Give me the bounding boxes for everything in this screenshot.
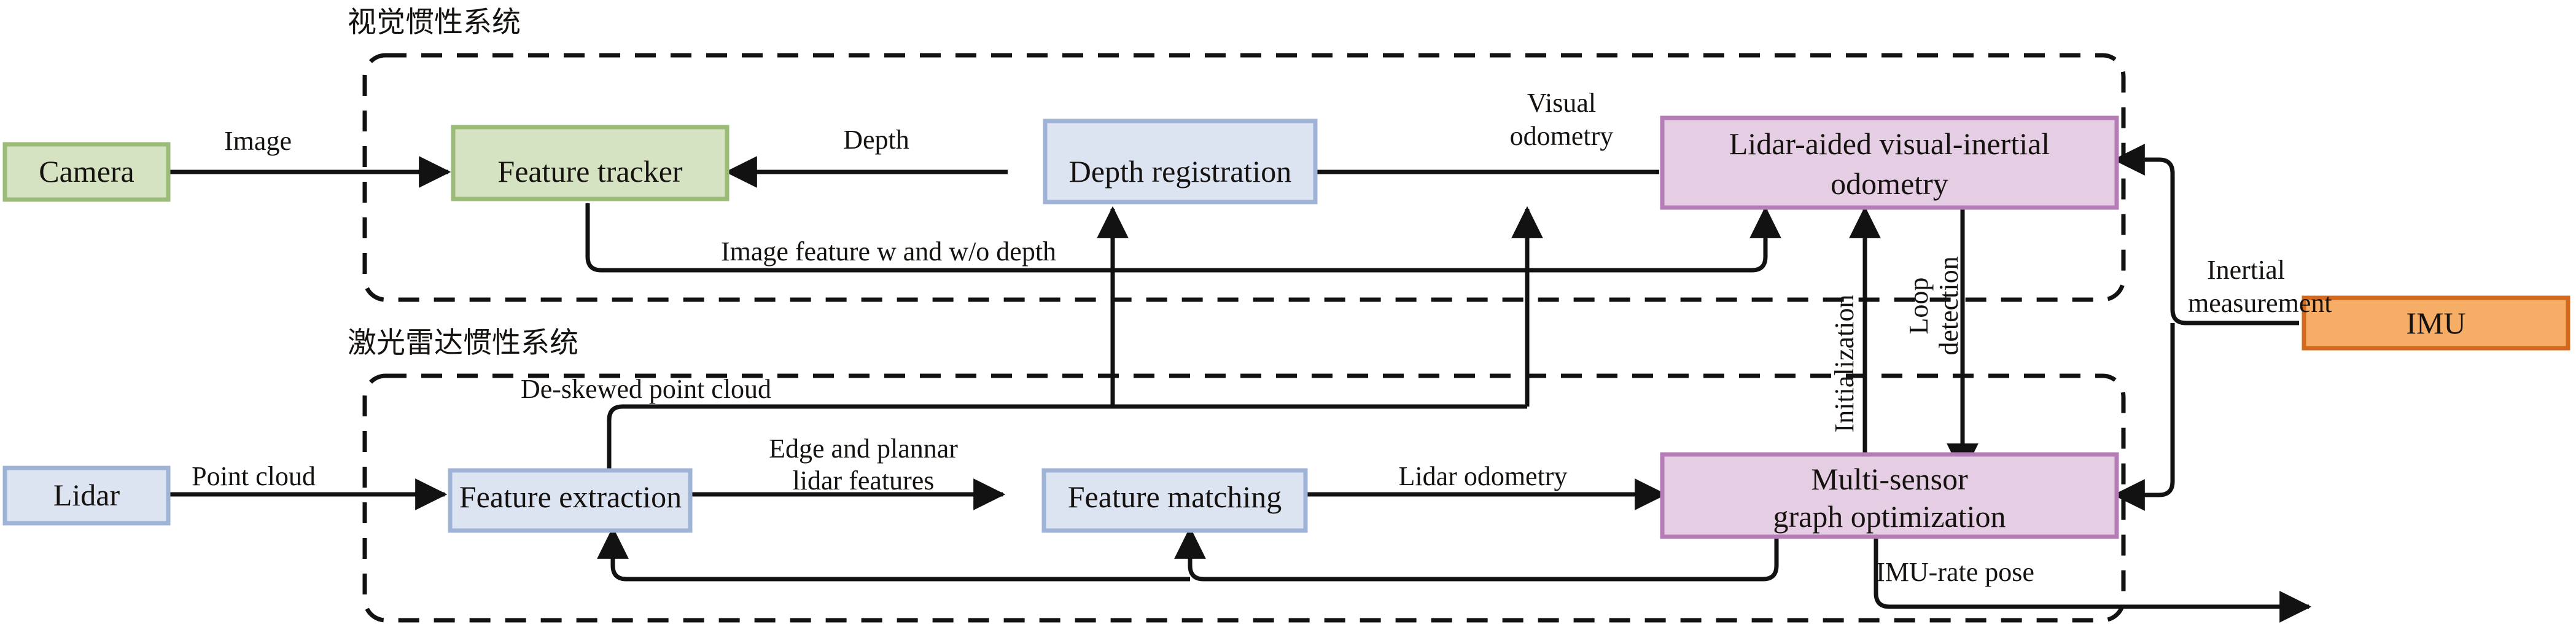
- node-camera-label: Camera: [39, 154, 134, 189]
- edge-feature-tracker-to-vio: [585, 203, 1781, 273]
- edge-deskewed-point-cloud-to-depth-registration: [607, 206, 1129, 474]
- node-feature-tracker-label: Feature tracker: [497, 154, 683, 189]
- edge-label-de-skewed-point-cloud: De-skewed point cloud: [521, 374, 771, 404]
- node-feature-tracker[interactable]: Feature tracker: [451, 125, 730, 201]
- node-lidar[interactable]: Lidar: [2, 465, 171, 526]
- node-camera[interactable]: Camera: [2, 142, 171, 202]
- edge-label-image-feature: Image feature w and w/o depth: [721, 236, 1056, 267]
- edge-label-point-cloud: Point cloud: [192, 461, 316, 491]
- node-feature-extraction[interactable]: Feature extraction: [448, 468, 693, 533]
- edge-label-loop-detection-line1: Loop: [1904, 278, 1934, 335]
- node-lidar-label: Lidar: [53, 478, 120, 512]
- group-title-lidar-inertial: 激光雷达惯性系统: [348, 327, 578, 359]
- edge-label-depth: Depth: [843, 125, 909, 155]
- node-vio-label-line2: odometry: [1831, 166, 1948, 201]
- node-graph-optimization-label-line1: Multi-sensor: [1811, 462, 1968, 496]
- edge-label-edge-planar-line1: Edge and plannar: [769, 434, 958, 464]
- node-lidar-aided-visual-inertial-odometry[interactable]: Lidar-aided visual-inertial odometry: [1660, 115, 2119, 210]
- node-feature-matching[interactable]: Feature matching: [1041, 468, 1308, 533]
- edge-label-loop-detection-line2: detection: [1934, 256, 1964, 355]
- edge-label-edge-planar-line2: lidar features: [793, 465, 935, 496]
- node-feature-extraction-label: Feature extraction: [459, 480, 682, 514]
- node-imu-label: IMU: [2406, 306, 2465, 340]
- node-multi-sensor-graph-optimization[interactable]: Multi-sensor graph optimization: [1660, 452, 2119, 539]
- edge-label-imu-rate-pose: IMU-rate pose: [1876, 557, 2034, 587]
- edge-graph-optimization-to-feature-extraction: [597, 526, 1190, 582]
- edge-graph-optimization-to-feature-matching: [1174, 526, 1779, 582]
- edge-label-inertial-measurement-line2: measurement: [2188, 288, 2332, 318]
- edge-label-inertial-measurement-line1: Inertial: [2207, 255, 2285, 285]
- node-vio-label-line1: Lidar-aided visual-inertial: [1729, 127, 2050, 161]
- node-feature-matching-label: Feature matching: [1068, 480, 1282, 514]
- node-graph-optimization-label-line2: graph optimization: [1773, 499, 2006, 534]
- edge-label-lidar-odometry: Lidar odometry: [1399, 461, 1568, 491]
- edge-label-visual-odometry-line1: Visual: [1527, 88, 1596, 118]
- node-imu[interactable]: IMU: [2302, 295, 2570, 351]
- edge-imu-to-vio: [2112, 144, 2299, 325]
- node-depth-registration[interactable]: Depth registration: [1043, 119, 1318, 204]
- group-title-visual-inertial: 视觉惯性系统: [348, 7, 521, 39]
- edge-label-image: Image: [224, 126, 292, 156]
- edge-imu-to-graph-optimization: [2112, 323, 2175, 511]
- edge-imu-rate-pose-output: [1874, 535, 2312, 623]
- group-box-lidar-inertial: [362, 373, 2126, 623]
- group-box-visual-inertial: [362, 53, 2126, 302]
- node-depth-registration-label: Depth registration: [1069, 154, 1291, 189]
- edge-label-visual-odometry-line2: odometry: [1510, 121, 1614, 151]
- edge-label-initialization: Initialization: [1829, 295, 1859, 433]
